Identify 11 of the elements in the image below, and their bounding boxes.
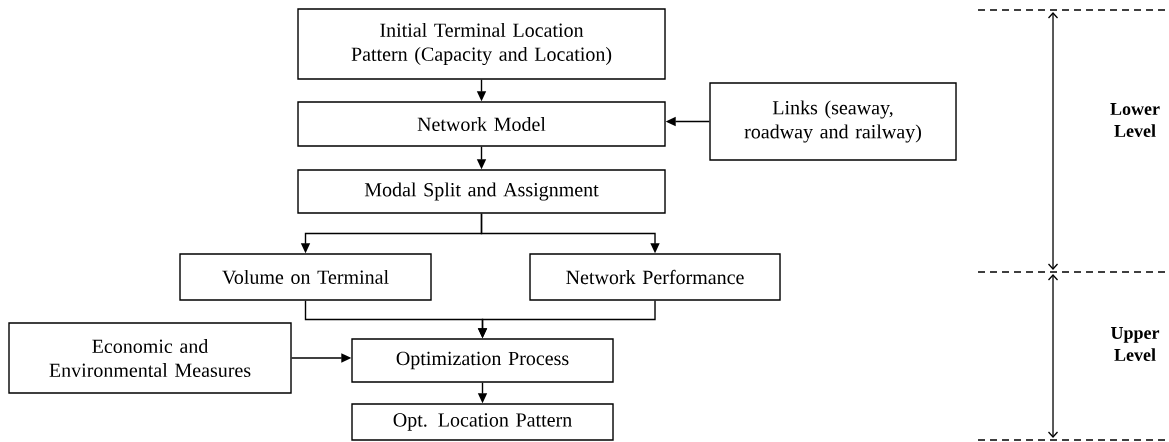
process-box: Initial Terminal Location Pattern (Capacity and Location): [297, 8, 666, 80]
process-box: Network Model: [297, 101, 666, 147]
process-box: Modal Split and Assignment: [297, 169, 666, 214]
level-label: Lower Level: [1110, 103, 1160, 137]
level-label: Upper Level: [1110, 327, 1160, 361]
process-box: Economic and Environmental Measures: [8, 322, 292, 394]
process-box: Volume on Terminal: [179, 253, 432, 301]
process-box: Optimization Process: [351, 338, 614, 383]
process-box: Links (seaway, roadway and railway): [709, 82, 957, 161]
process-box: Network Performance: [529, 253, 781, 301]
process-box: Opt. Location Pattern: [351, 403, 614, 441]
